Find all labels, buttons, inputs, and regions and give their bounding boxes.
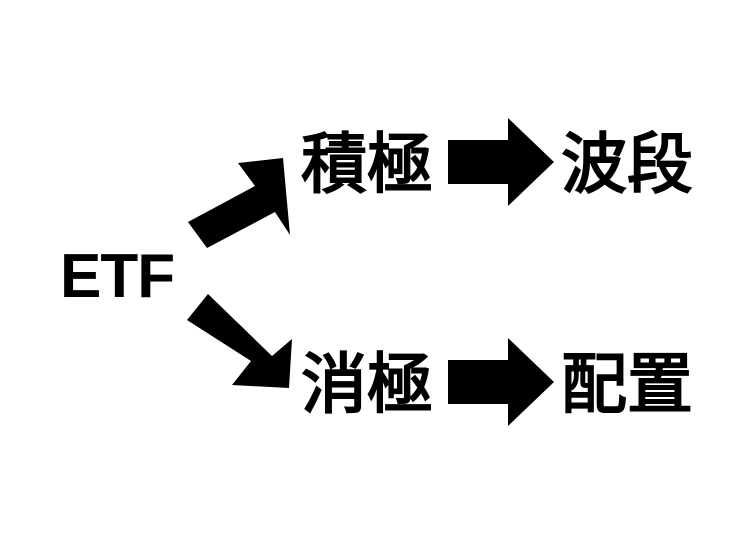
- node-branch-active: 積極: [301, 126, 433, 203]
- node-branch-passive: 消極: [301, 346, 433, 423]
- arrow-down-right-icon: [187, 294, 292, 388]
- node-outcome-passive: 配置: [561, 346, 693, 423]
- node-root-etf: ETF: [60, 242, 175, 311]
- arrow-right-icon: [448, 118, 554, 206]
- node-outcome-active: 波段: [561, 126, 693, 203]
- arrow-up-right-icon: [188, 158, 290, 248]
- arrow-right-icon: [448, 338, 554, 426]
